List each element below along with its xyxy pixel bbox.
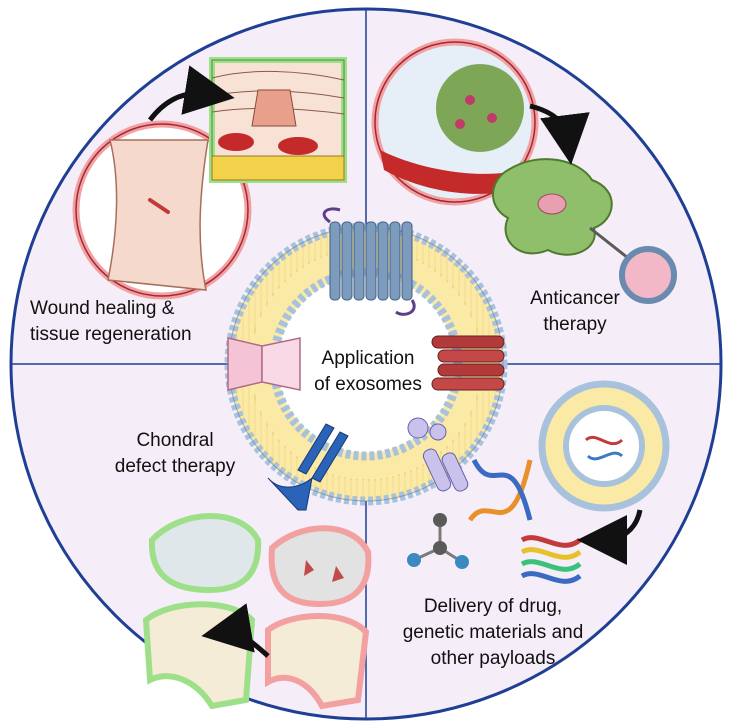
center-title-line2: of exosomes [314,374,422,395]
chondral-label-line1: Chondral [136,430,214,451]
drug-molecule [407,513,469,569]
wound-healing-label-line1: Wound healing & [30,298,175,319]
dna-helix [467,458,533,522]
healthy-knee-joint [142,513,262,710]
delivery-label-line1: Delivery of drug, [423,596,563,617]
anticancer-label-line2: therapy [543,314,607,335]
receptor-protein-bottom-left [267,423,349,511]
chondral-arrow [201,603,270,658]
anticancer-arrow [529,103,590,165]
cancer-cell [492,158,677,304]
anticancer-label: Anticancer therapy [520,286,630,338]
channel-protein-right [431,335,505,391]
wound-healing-label-line2: tissue regeneration [30,324,192,345]
center-title: Application of exosomes [300,346,436,398]
chondral-label-line2: defect therapy [114,456,236,477]
channel-protein-left [227,337,301,391]
delivery-label: Delivery of drug, genetic materials and … [386,594,600,672]
tumor-tissue-inset [371,38,539,206]
protein-structure [520,535,582,584]
wound-tissue-inset [209,57,347,183]
wound-skin-inset [72,120,252,300]
transmembrane-protein-top [322,207,416,316]
wound-healing-label: Wound healing & tissue regeneration [30,296,192,348]
delivery-arrow [577,509,643,565]
anticancer-label-line1: Anticancer [530,288,620,309]
delivery-label-line2: genetic materials and [402,622,584,643]
wound-arrow [148,65,235,122]
loaded-exosome-inset [538,380,670,512]
chondral-label: Chondral defect therapy [100,428,250,480]
transporter-protein-bottom-right [407,417,469,492]
damaged-knee-joint [265,525,372,710]
center-title-line1: Application [321,348,415,369]
delivery-label-line3: other payloads [430,648,556,669]
